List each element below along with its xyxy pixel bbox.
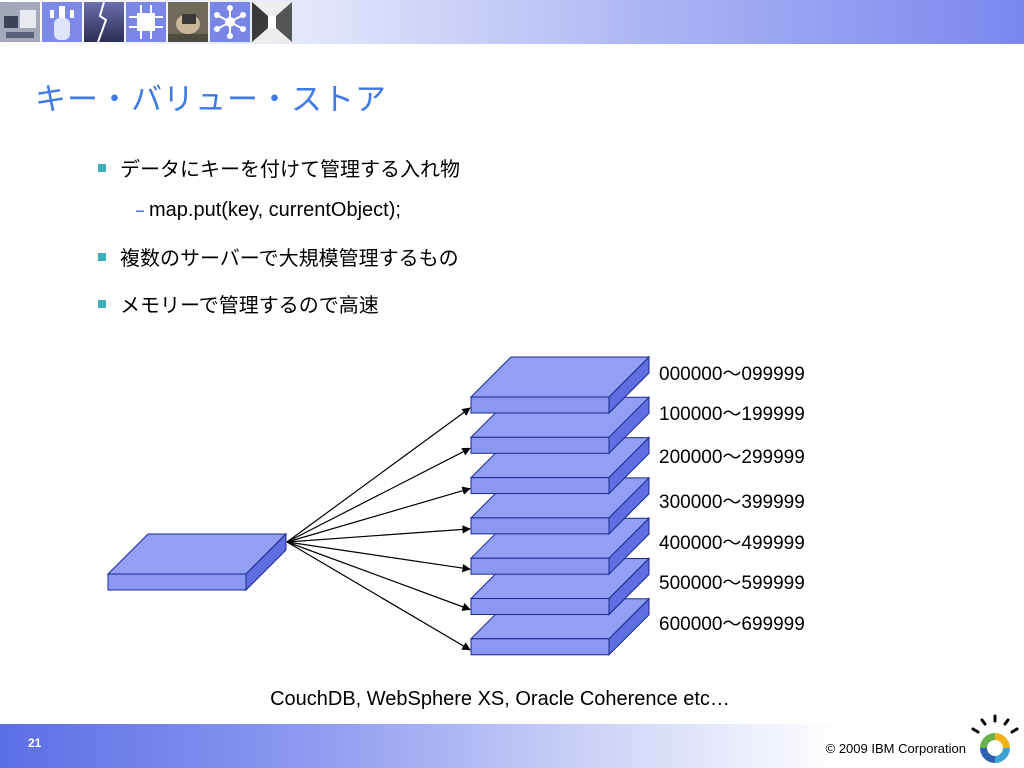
products-caption: CouchDB, WebSphere XS, Oracle Coherence …: [270, 688, 730, 710]
bullet-text: データにキーを付けて管理する入れ物: [120, 157, 460, 181]
bullet-marker: [98, 163, 106, 172]
photo-strip-icon: [0, 2, 40, 42]
range-label: 400000～499999: [659, 533, 805, 554]
bullet-item-2: 複数のサーバーで大規模管理するもの: [98, 242, 459, 271]
range-label: 000000～099999: [659, 364, 805, 385]
bullet-item-3: メモリーで管理するので高速: [98, 289, 379, 318]
partition-arrow: [286, 447, 471, 543]
circuit-chip-icon: [126, 2, 166, 42]
sub-bullet-item-1: – map.put(key, currentObject);: [135, 198, 401, 222]
ibm-smarter-planet-logo-icon: [971, 714, 1019, 763]
top-banner: [0, 0, 1024, 44]
range-label: 300000～399999: [659, 492, 805, 513]
sub-bullet-dash: –: [135, 198, 145, 222]
partition-arrow: [286, 541, 471, 611]
range-label: 100000～199999: [659, 404, 805, 425]
client-slab: [106, 532, 288, 592]
page-number: 21: [28, 736, 42, 750]
bullet-marker: [98, 299, 106, 308]
corridor-icon: [252, 2, 292, 42]
bullet-marker: [98, 252, 106, 261]
server-slab: [469, 355, 651, 415]
hands-device-icon: [168, 2, 208, 42]
copyright-text: © 2009 IBM Corporation: [825, 741, 966, 756]
partition-arrow: [286, 541, 471, 573]
partition-arrow: [286, 525, 471, 543]
usb-plug-icon: [42, 2, 82, 42]
sub-bullet-code: map.put(key, currentObject);: [149, 198, 401, 221]
range-label: 200000～299999: [659, 447, 805, 468]
footer-bar: [0, 724, 1024, 768]
partition-arrow: [286, 541, 471, 651]
partition-arrow: [286, 407, 471, 543]
bullet-text: 複数のサーバーで大規模管理するもの: [120, 246, 459, 270]
range-label: 600000～699999: [659, 614, 805, 635]
lightning-icon: [84, 2, 124, 42]
partition-arrow: [286, 486, 471, 543]
bullet-item-1: データにキーを付けて管理する入れ物: [98, 153, 460, 182]
range-label: 500000～599999: [659, 573, 805, 594]
bullet-text: メモリーで管理するので高速: [120, 293, 379, 317]
network-node-icon: [210, 2, 250, 42]
slide-title: キー・バリュー・ストア: [35, 82, 387, 118]
